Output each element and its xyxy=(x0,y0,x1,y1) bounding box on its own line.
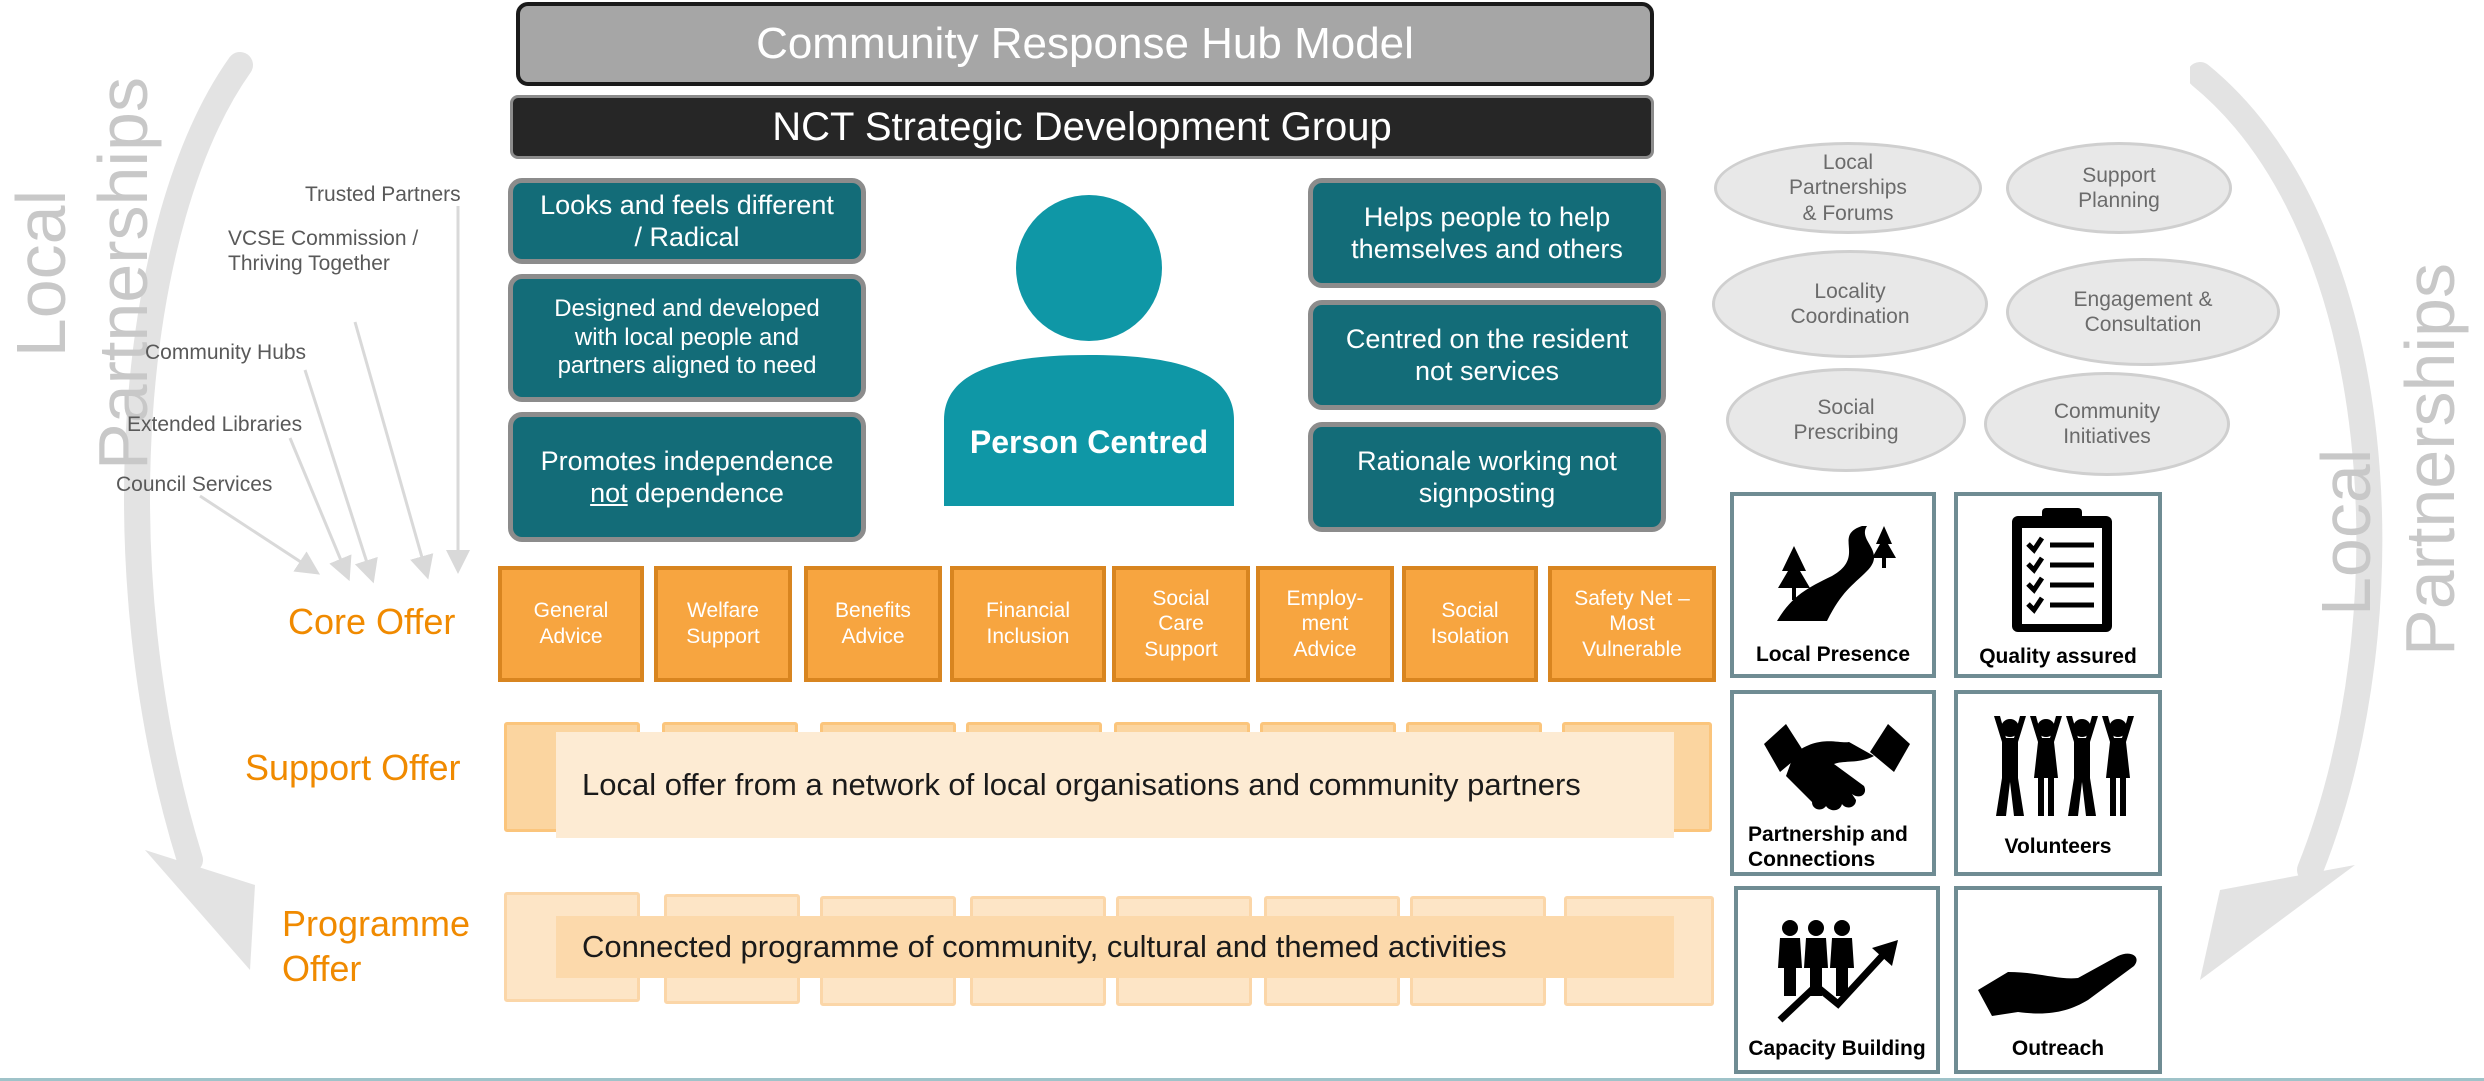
principle-independence: Promotes independence not dependence xyxy=(508,412,866,542)
tile-label: Local Presence xyxy=(1755,643,1911,666)
page-title: Community Response Hub Model xyxy=(516,2,1654,86)
ellipse-community-initiatives: Community Initiatives xyxy=(1984,372,2230,476)
core-offer-employment-advice: Employ-ment Advice xyxy=(1256,566,1394,682)
right-local-partnerships-label: Local Partnerships xyxy=(2307,263,2469,656)
person-centred-label: Person Centred xyxy=(969,424,1209,460)
principle-radical: Looks and feels different / Radical xyxy=(508,178,866,264)
tile-volunteers: Volunteers xyxy=(1954,690,2162,876)
core-offer-social-care-support: Social Care Support xyxy=(1112,566,1250,682)
programme-offer-label: Programme Offer xyxy=(282,903,471,989)
tile-quality-assured: Quality assured xyxy=(1954,492,2162,678)
person-centred-figure: Person Centred xyxy=(944,190,1234,506)
growth-people-icon xyxy=(1777,920,1898,1023)
partner-vcse-commission: VCSE Commission / Thriving Together xyxy=(228,227,419,276)
principle-designed-with-local-people: Designed and developed with local people… xyxy=(508,274,866,402)
partner-extended-libraries: Extended Libraries xyxy=(127,413,303,436)
core-offer-financial-inclusion: Financial Inclusion xyxy=(950,566,1106,682)
tile-label: Capacity Building xyxy=(1748,1037,1926,1060)
core-offer-social-isolation: Social Isolation xyxy=(1402,566,1538,682)
core-offer-benefits-advice: Benefits Advice xyxy=(804,566,942,682)
support-offer-label: Support Offer xyxy=(245,747,461,788)
left-curved-arrow-icon xyxy=(124,52,255,970)
road-trees-icon xyxy=(1777,526,1896,621)
volunteers-icon xyxy=(1994,716,2134,816)
person-silhouette-icon xyxy=(944,195,1234,506)
page-subtitle: NCT Strategic Development Group xyxy=(510,95,1654,159)
core-offer-label: Core Offer xyxy=(288,601,456,642)
ellipse-social-prescribing: Social Prescribing xyxy=(1726,368,1966,472)
tile-label: Outreach xyxy=(2011,1037,2105,1060)
bottom-divider xyxy=(0,1078,2484,1081)
support-offer-row: Local offer from a network of local orga… xyxy=(500,720,1716,838)
tile-label: Quality assured xyxy=(1979,645,2137,668)
tile-partnership-connections: Partnership and Connections xyxy=(1730,690,1936,876)
tile-label: Partnership and Connections xyxy=(1748,823,1908,872)
programme-offer-row: Connected programme of community, cultur… xyxy=(500,890,1716,1006)
ellipse-locality-coordination: Locality Coordination xyxy=(1712,250,1988,358)
partner-community-hubs: Community Hubs xyxy=(145,341,307,364)
partner-trusted-partners: Trusted Partners xyxy=(305,183,461,206)
ellipse-support-planning: Support Planning xyxy=(2006,142,2232,234)
core-offer-general-advice: General Advice xyxy=(498,566,644,682)
tile-outreach: Outreach xyxy=(1954,886,2162,1074)
open-hand-icon xyxy=(1978,953,2137,1016)
core-offer-safety-net: Safety Net – Most Vulnerable xyxy=(1548,566,1716,682)
principle-helps-people: Helps people to help themselves and othe… xyxy=(1308,178,1666,288)
principle-rationale-working: Rationale working not signposting xyxy=(1308,422,1666,532)
ellipse-local-partnerships-forums: Local Partnerships & Forums xyxy=(1714,142,1982,234)
tile-local-presence: Local Presence xyxy=(1730,492,1936,678)
core-offer-welfare-support: Welfare Support xyxy=(654,566,792,682)
tile-capacity-building: Capacity Building xyxy=(1734,886,1940,1074)
handshake-icon xyxy=(1764,724,1910,811)
support-offer-text: Local offer from a network of local orga… xyxy=(556,732,1674,838)
partner-council-services: Council Services xyxy=(116,473,273,496)
checklist-clipboard-icon xyxy=(2012,508,2112,632)
principle-centred-on-resident: Centred on the resident not services xyxy=(1308,300,1666,410)
right-curved-arrow-icon xyxy=(2190,62,2383,980)
ellipse-engagement-consultation: Engagement & Consultation xyxy=(2006,258,2280,366)
partner-arrows-icon xyxy=(199,206,470,584)
programme-offer-text: Connected programme of community, cultur… xyxy=(556,916,1674,978)
tile-label: Volunteers xyxy=(2004,835,2112,858)
